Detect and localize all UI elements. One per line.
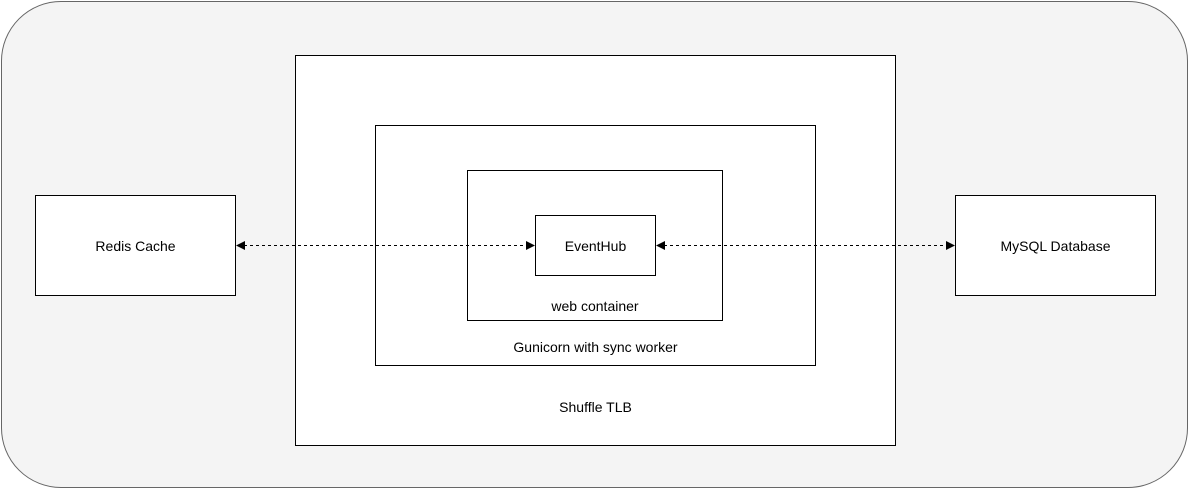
eventhub-label: EventHub	[564, 237, 627, 254]
web-container-label: web container	[551, 298, 639, 314]
eventhub-node[interactable]: EventHub	[535, 215, 656, 276]
redis-cache-node[interactable]: Redis Cache	[35, 195, 236, 296]
shuffle-tlb-label: Shuffle TLB	[559, 399, 632, 415]
gunicorn-label: Gunicorn with sync worker	[513, 339, 678, 355]
mysql-database-label: MySQL Database	[1000, 237, 1111, 254]
redis-cache-label: Redis Cache	[95, 237, 176, 254]
mysql-database-node[interactable]: MySQL Database	[955, 195, 1156, 296]
